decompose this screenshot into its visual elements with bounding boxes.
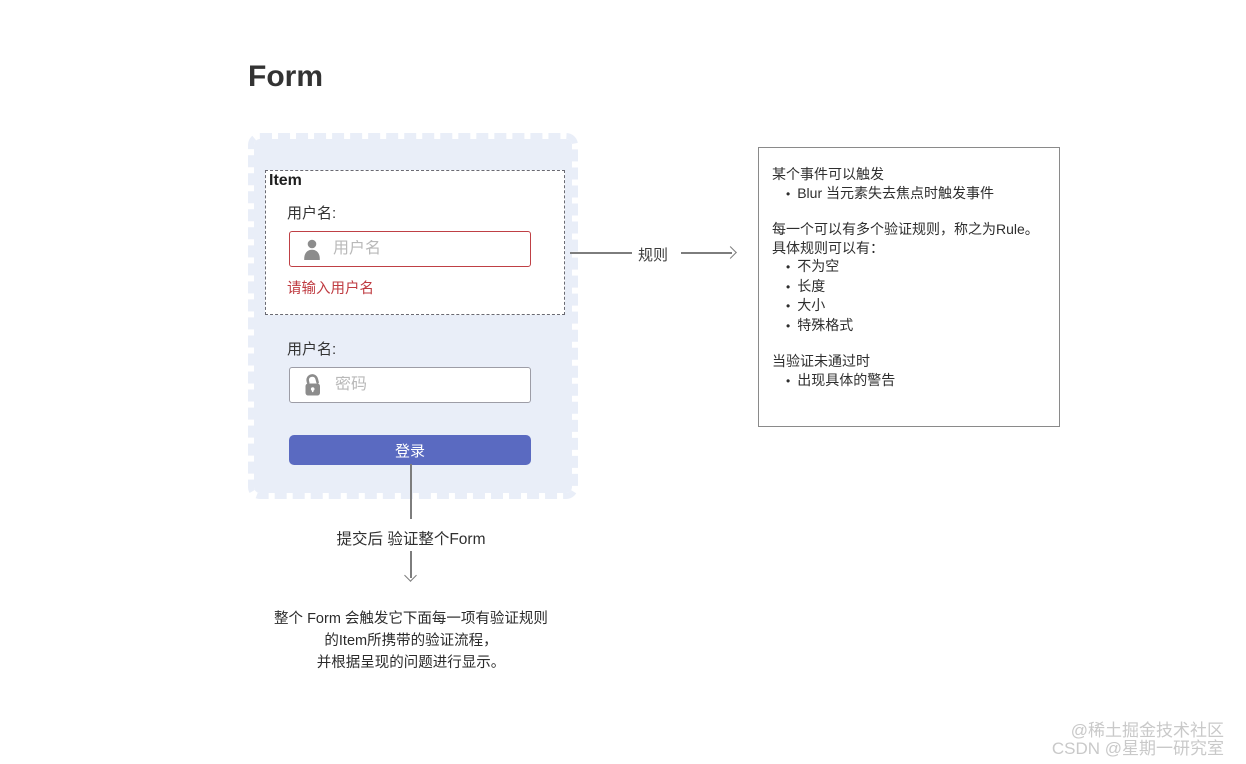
list-item: 大小 — [786, 296, 1047, 316]
username-error-text: 请输入用户名 — [287, 281, 374, 297]
page-title: Form — [248, 60, 323, 93]
password-input[interactable] — [335, 376, 520, 394]
password-label: 用户名: — [287, 341, 337, 358]
username-input[interactable] — [333, 240, 520, 258]
password-input-wrap[interactable] — [289, 367, 531, 403]
flow-description: 整个 Form 会触发它下面每一项有验证规则 的Item所携带的验证流程， 并根… — [211, 608, 611, 674]
arrow-down-icon — [404, 569, 417, 582]
list-item: 不为空 — [786, 257, 1047, 277]
submit-arrow-line-top — [410, 464, 412, 519]
rule-arrow-label: 规则 — [638, 247, 669, 264]
rules-fail-bullets: 出现具体的警告 — [772, 371, 1047, 391]
rules-event-bullets: Blur 当元素失去焦点时触发事件 — [772, 184, 1047, 204]
lock-icon — [302, 373, 324, 397]
list-item: 长度 — [786, 277, 1047, 297]
rules-event-title: 某个事件可以触发 — [772, 166, 884, 182]
rules-fail-title: 当验证未通过时 — [772, 353, 870, 369]
username-label: 用户名: — [287, 205, 337, 222]
flow-description-line: 的Item所携带的验证流程， — [324, 633, 498, 649]
watermark-csdn: CSDN @星期一研究室 — [1051, 739, 1224, 758]
rules-title: 每一个可以有多个验证规则，称之为Rule。 — [772, 221, 1039, 237]
rules-bullets: 不为空 长度 大小 特殊格式 — [772, 257, 1047, 335]
user-icon — [302, 238, 322, 260]
list-item: Blur 当元素失去焦点时触发事件 — [786, 184, 1047, 204]
submit-arrow-line-bottom — [410, 551, 412, 578]
item-label: Item — [269, 172, 302, 189]
username-input-wrap[interactable] — [289, 231, 531, 267]
rules-box: 某个事件可以触发 Blur 当元素失去焦点时触发事件 每一个可以有多个验证规则，… — [758, 147, 1060, 427]
list-item: 出现具体的警告 — [786, 371, 1047, 391]
list-item: 特殊格式 — [786, 316, 1047, 336]
rule-arrow-line-left — [570, 252, 632, 254]
submit-arrow-label: 提交后 验证整个Form — [336, 531, 486, 548]
flow-description-line: 并根据呈现的问题进行显示。 — [316, 655, 506, 671]
login-button[interactable]: 登录 — [289, 435, 531, 465]
rule-arrow-line-right — [681, 252, 732, 254]
watermark-juejin: @稀土掘金技术社区 — [1070, 721, 1224, 740]
rules-subtitle: 具体规则可以有： — [772, 239, 884, 256]
flow-description-line: 整个 Form 会触发它下面每一项有验证规则 — [274, 611, 548, 627]
arrow-right-icon — [724, 246, 737, 259]
